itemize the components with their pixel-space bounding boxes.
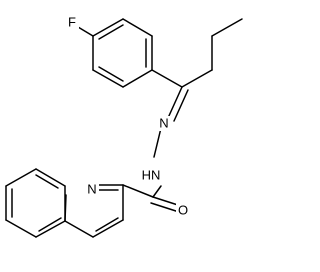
aromatic-double-bond [35, 174, 59, 189]
propyl-bond [211, 18, 243, 37]
bond [35, 220, 66, 238]
quinoline-nitrogen-label-group: N [86, 181, 99, 198]
imine-double-bond [173, 89, 189, 122]
bond [92, 18, 124, 37]
hydrazide-nh-label-group: HN [140, 167, 162, 183]
amide-nitrogen-carbon-bond [152, 185, 162, 198]
bond [64, 220, 94, 238]
quinoline-nitrogen-label-background [86, 183, 99, 198]
hydrazide-nh-atom-label: HN [142, 167, 161, 182]
carbon-fluorine-bond [77, 26, 94, 37]
carbonyl-double-bond [150, 202, 180, 213]
fluorophenyl-ring [92, 18, 153, 88]
fluorine-label-background [66, 15, 79, 30]
bond [35, 168, 66, 187]
imine-nitrogen-label-background [158, 116, 171, 131]
carbonyl-quinoline-bond [122, 184, 154, 198]
aromatic-double-bond [98, 66, 124, 82]
imine-nitrogen-atom-label: N [159, 115, 168, 130]
aromatic-double-bond [95, 217, 119, 232]
quinoline-benzene-ring [5, 168, 66, 238]
fluorine-atom-label: F [68, 14, 76, 29]
aryl-imine-bond [151, 69, 183, 88]
bond [5, 168, 37, 187]
aromatic-double-bond [98, 24, 124, 40]
quinoline-nitrogen-atom-label: N [87, 181, 96, 196]
structure-canvas: F N HN N O [5, 14, 243, 238]
fluorine-label-group: F [66, 14, 79, 30]
chemical-structure-diagram: F N HN N O [5, 14, 243, 238]
carbonyl-oxygen-label-group: O [176, 202, 190, 218]
carbonyl-oxygen-label-background [176, 203, 190, 218]
bond [122, 69, 153, 88]
imine-double-bond [167, 86, 183, 119]
propyl-bond [181, 69, 213, 88]
bond [92, 69, 124, 88]
hydrazide-nh-label-background [140, 168, 162, 183]
nitrogen-nitrogen-bond [153, 127, 162, 158]
aromatic-double-bond [38, 217, 62, 232]
bond [92, 219, 124, 238]
bond [5, 219, 37, 238]
imine-nitrogen-label-group: N [158, 115, 171, 131]
bond [122, 18, 153, 37]
carbonyl-oxygen-atom-label: O [178, 202, 188, 217]
